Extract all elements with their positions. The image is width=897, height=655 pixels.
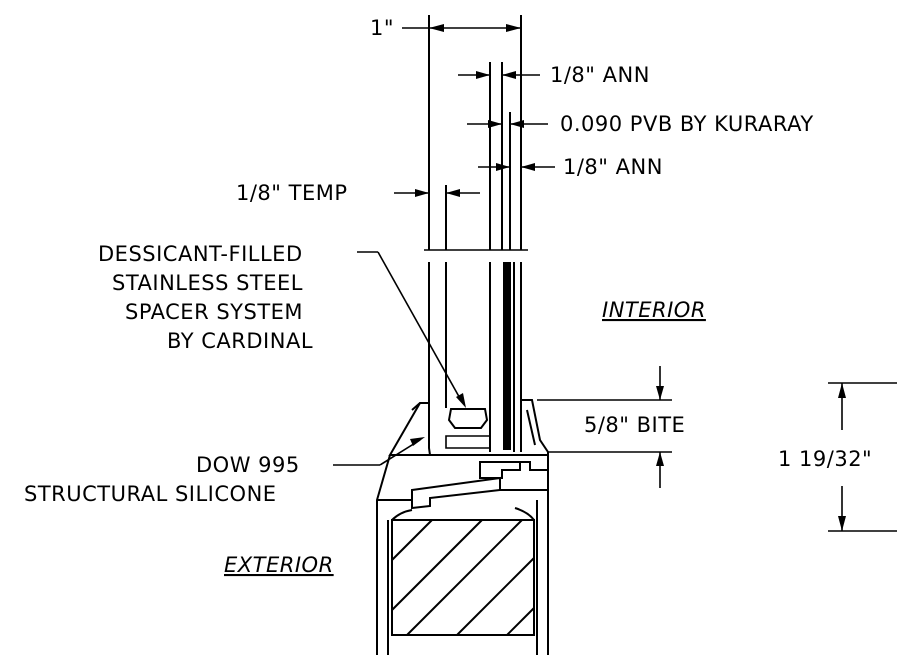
- exterior-label: EXTERIOR: [224, 553, 334, 577]
- pvb-label: 0.090 PVB BY KURARAY: [560, 112, 814, 136]
- laminated-glass-lite: [489, 15, 522, 452]
- ann-bottom-label: 1/8" ANN: [563, 155, 663, 179]
- dim-temp: [394, 189, 480, 197]
- dim-bite: [537, 366, 672, 488]
- spacer-label-line2: STAINLESS STEEL: [112, 271, 303, 295]
- silicone-leader: [333, 437, 425, 466]
- frame-profile: [376, 399, 549, 655]
- dim-overall-width: [402, 24, 521, 32]
- bite-label: 5/8" BITE: [584, 413, 685, 437]
- silicone-label-line2: STRUCTURAL SILICONE: [24, 482, 277, 506]
- dim-ann-top: [458, 71, 540, 79]
- spacer-label-line1: DESSICANT-FILLED: [98, 242, 303, 266]
- spacer-leader: [357, 251, 466, 408]
- pvb-interlayer: [503, 262, 511, 450]
- interior-label: INTERIOR: [602, 298, 706, 322]
- height-label: 1 19/32": [778, 447, 872, 471]
- spacer-label-line3: SPACER SYSTEM: [125, 300, 303, 324]
- ann-top-label: 1/8" ANN: [550, 63, 650, 87]
- dim-ann-bottom: [478, 163, 555, 171]
- dim-height: [828, 382, 897, 532]
- spacer-system: [445, 408, 491, 449]
- spacer-label-line4: BY CARDINAL: [167, 329, 313, 353]
- dim-pvb: [467, 120, 548, 128]
- thermal-break-hatch: [391, 519, 535, 636]
- temp-label: 1/8" TEMP: [236, 181, 348, 205]
- temp-glass-lite: [428, 15, 447, 448]
- dim-overall-label: 1": [370, 16, 394, 40]
- silicone-label-line1: DOW 995: [196, 453, 300, 477]
